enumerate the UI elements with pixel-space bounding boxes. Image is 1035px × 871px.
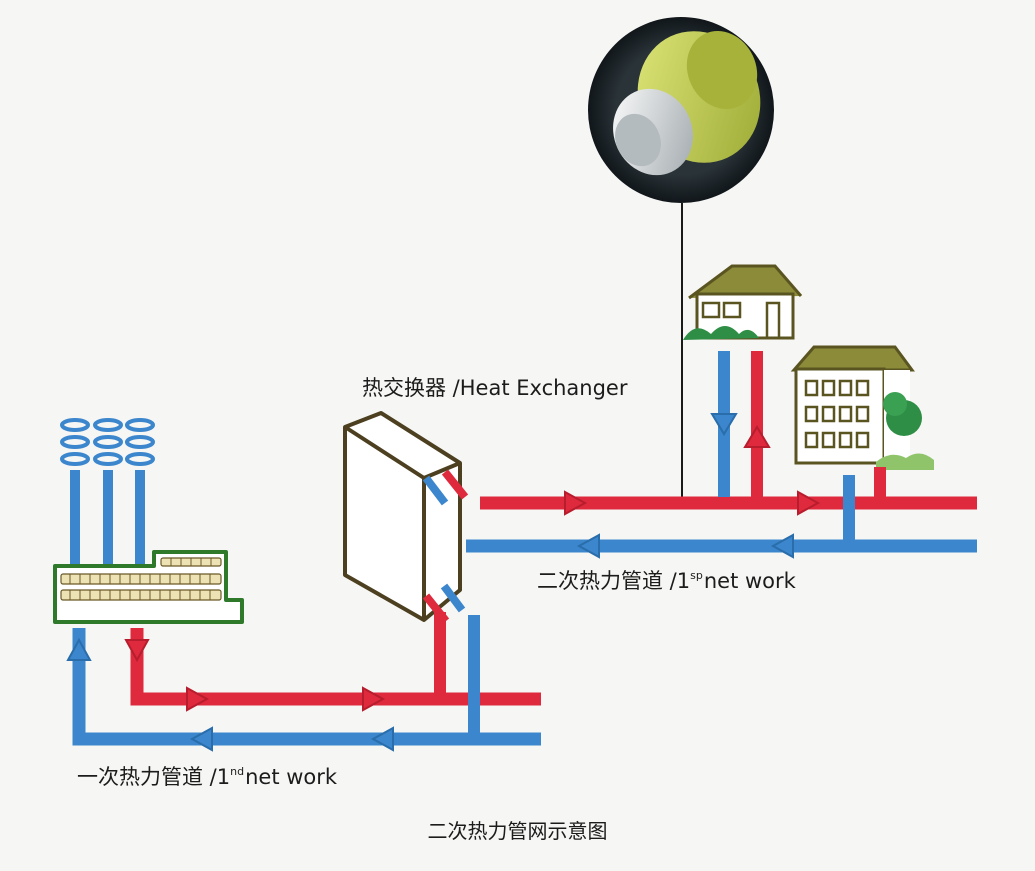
primary-network-label-suffix: net work [245, 765, 338, 789]
primary-network-label: 一次热力管道 /1ndnet work [77, 761, 337, 791]
secondary-network-label-text: 二次热力管道 /1 [537, 569, 691, 593]
secondary-network-label-sup: sp [690, 569, 703, 582]
primary-supply-pipe [124, 612, 541, 712]
house-icon [683, 264, 803, 340]
diagram-caption: 二次热力管网示意图 [427, 819, 608, 843]
heat-exchanger-label: 热交换器 /Heat Exchanger [362, 376, 628, 400]
secondary-return-pipe [466, 351, 977, 559]
apartment-building-icon [790, 345, 934, 470]
insulated-pipe-cross-section-icon [588, 17, 774, 203]
heat-exchanger-icon [343, 411, 469, 624]
heat-source-plant-icon [53, 418, 244, 624]
secondary-network-label-suffix: net work [703, 569, 796, 593]
secondary-network-label: 二次热力管道 /1spnet work [537, 565, 796, 595]
primary-network-label-sup: nd [230, 765, 245, 778]
primary-network-label-text: 一次热力管道 /1 [77, 765, 231, 789]
primary-return-pipe [66, 615, 541, 752]
secondary-supply-pipe [480, 351, 977, 516]
